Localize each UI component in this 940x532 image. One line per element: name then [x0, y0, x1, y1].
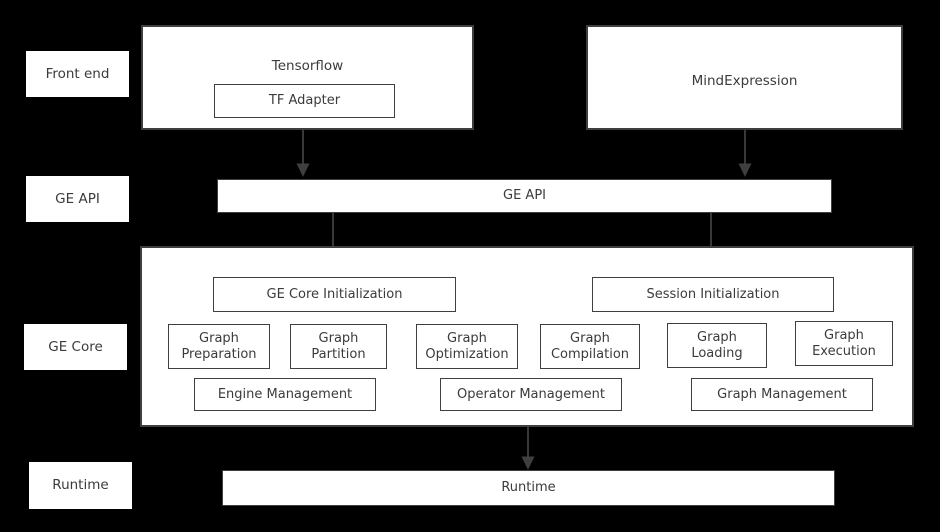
- module-line1: Graph: [570, 330, 610, 346]
- module-line2: Optimization: [425, 346, 509, 362]
- module-graph-execution[interactable]: Graph Execution: [795, 321, 893, 366]
- tensorflow-container: Tensorflow TF Adapter: [141, 25, 474, 130]
- session-initialization-box[interactable]: Session Initialization: [592, 277, 834, 312]
- manager-operator-management[interactable]: Operator Management: [440, 378, 622, 411]
- module-line2: Loading: [691, 345, 743, 361]
- module-line1: Graph: [697, 329, 737, 345]
- module-line1: Graph: [199, 330, 239, 346]
- module-line2: Execution: [812, 343, 876, 359]
- tf-adapter-box[interactable]: TF Adapter: [214, 84, 395, 118]
- module-graph-loading[interactable]: Graph Loading: [667, 323, 767, 368]
- stage-label-ge-core: GE Core: [24, 324, 127, 370]
- module-line2: Partition: [311, 346, 366, 362]
- module-line1: Graph: [318, 330, 359, 346]
- module-line1: Graph: [447, 330, 487, 346]
- mindexpression-container: MindExpression: [586, 25, 903, 130]
- module-graph-optimization[interactable]: Graph Optimization: [416, 324, 518, 369]
- runtime-bar[interactable]: Runtime: [222, 470, 835, 506]
- ge-api-bar[interactable]: GE API: [217, 179, 832, 213]
- manager-engine-management[interactable]: Engine Management: [194, 378, 376, 411]
- stage-label-ge-api: GE API: [26, 176, 129, 222]
- tensorflow-title: Tensorflow: [271, 58, 344, 74]
- module-graph-partition[interactable]: Graph Partition: [290, 324, 387, 369]
- manager-graph-management[interactable]: Graph Management: [691, 378, 873, 411]
- module-line2: Compilation: [550, 346, 630, 362]
- stage-label-front-end: Front end: [26, 51, 129, 97]
- module-graph-compilation[interactable]: Graph Compilation: [540, 324, 640, 369]
- ge-core-initialization-box[interactable]: GE Core Initialization: [213, 277, 456, 312]
- module-line1: Graph: [824, 327, 864, 343]
- ge-core-container: GE Core Initialization Session Initializ…: [140, 246, 914, 427]
- stage-label-runtime: Runtime: [29, 462, 132, 509]
- module-line2: Preparation: [181, 346, 257, 362]
- module-graph-preparation[interactable]: Graph Preparation: [168, 324, 270, 369]
- mindexpression-title: MindExpression: [691, 73, 798, 89]
